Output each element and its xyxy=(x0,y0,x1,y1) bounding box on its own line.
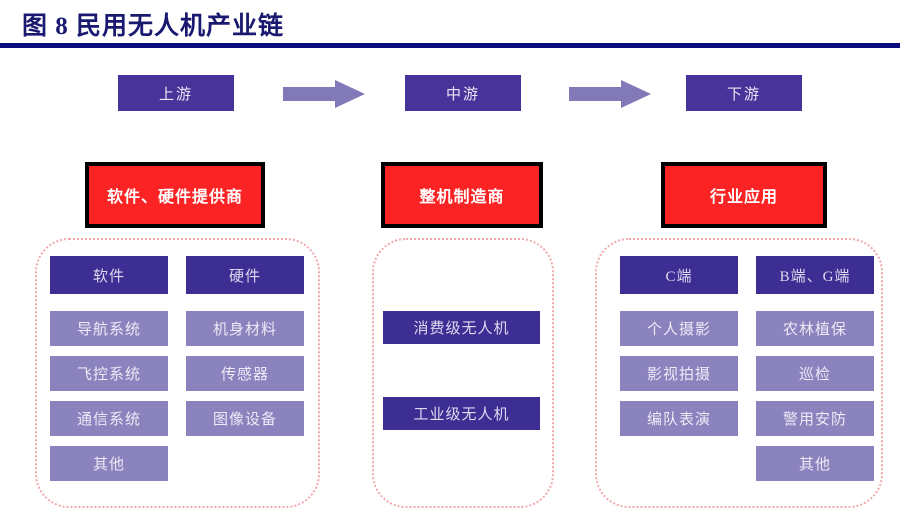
segment-header-downstream[interactable]: 行业应用 xyxy=(661,162,827,228)
item-software-3[interactable]: 通信系统 xyxy=(50,401,168,436)
item-consumer-2[interactable]: 影视拍摄 xyxy=(620,356,738,391)
panel-downstream xyxy=(595,238,883,508)
column-header-business-government[interactable]: B端、G端 xyxy=(756,256,874,294)
item-business-3[interactable]: 警用安防 xyxy=(756,401,874,436)
item-consumer-3[interactable]: 编队表演 xyxy=(620,401,738,436)
figure-title: 图 8 民用无人机产业链 xyxy=(22,13,285,40)
stage-box-midstream[interactable]: 中游 xyxy=(405,75,521,111)
item-hardware-1[interactable]: 机身材料 xyxy=(186,311,304,346)
panel-midstream xyxy=(372,238,554,508)
column-header-hardware[interactable]: 硬件 xyxy=(186,256,304,294)
stage-box-downstream[interactable]: 下游 xyxy=(686,75,802,111)
item-software-2[interactable]: 飞控系统 xyxy=(50,356,168,391)
item-software-4[interactable]: 其他 xyxy=(50,446,168,481)
item-consumer-1[interactable]: 个人摄影 xyxy=(620,311,738,346)
item-business-1[interactable]: 农林植保 xyxy=(756,311,874,346)
arrow-right-icon xyxy=(569,80,651,108)
segment-header-midstream[interactable]: 整机制造商 xyxy=(381,162,543,228)
column-header-consumer[interactable]: C端 xyxy=(620,256,738,294)
panel-upstream xyxy=(35,238,320,508)
item-business-4[interactable]: 其他 xyxy=(756,446,874,481)
arrow-right-icon xyxy=(283,80,365,108)
title-divider xyxy=(0,43,900,48)
segment-header-upstream[interactable]: 软件、硬件提供商 xyxy=(85,162,265,228)
item-software-1[interactable]: 导航系统 xyxy=(50,311,168,346)
item-hardware-3[interactable]: 图像设备 xyxy=(186,401,304,436)
item-midstream-2[interactable]: 工业级无人机 xyxy=(383,397,540,430)
item-business-2[interactable]: 巡检 xyxy=(756,356,874,391)
stage-box-upstream[interactable]: 上游 xyxy=(118,75,234,111)
item-midstream-1[interactable]: 消费级无人机 xyxy=(383,311,540,344)
item-hardware-2[interactable]: 传感器 xyxy=(186,356,304,391)
column-header-software[interactable]: 软件 xyxy=(50,256,168,294)
